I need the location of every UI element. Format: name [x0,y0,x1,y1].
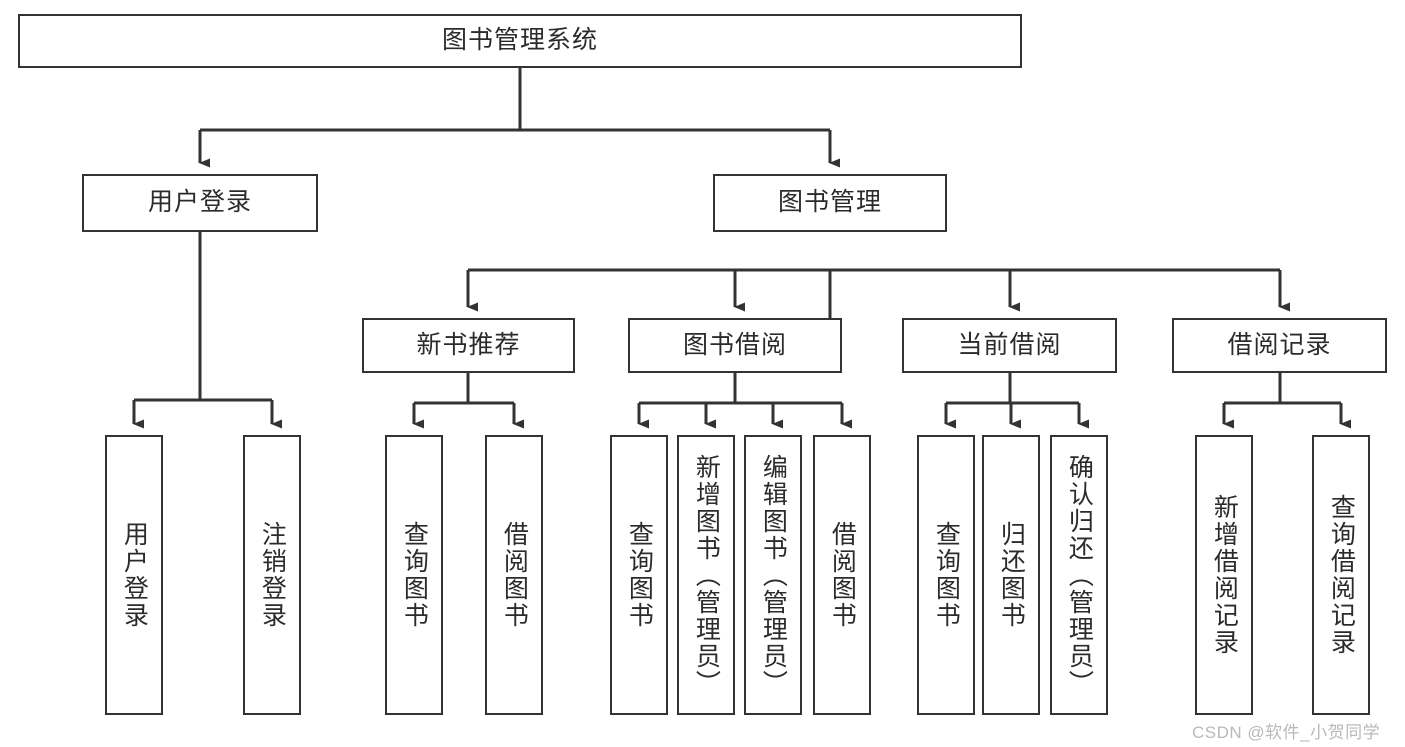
leaf-query-book-2[interactable]: 查询图书 [610,435,668,715]
node-user-login-label: 用户登录 [147,188,252,217]
leaf-borrow-book-2-label: 借阅图书 [828,521,857,629]
node-current-borrow-label: 当前借阅 [957,330,1062,359]
leaf-query-record[interactable]: 查询借阅记录 [1312,435,1370,715]
node-book-borrow-label: 图书借阅 [682,330,787,359]
leaf-logout-login-label: 注销登录 [258,521,287,629]
node-new-book-rec[interactable]: 新书推荐 [362,318,575,373]
leaf-return-book-label: 归还图书 [997,521,1026,629]
node-root-label: 图书管理系统 [441,26,598,55]
node-borrow-record-label: 借阅记录 [1227,330,1332,359]
leaf-query-book-3-label: 查询图书 [932,521,961,629]
edge-root-bus [200,68,830,132]
leaf-user-login-label: 用户登录 [120,521,149,629]
leaf-add-book[interactable]: 新增图书（管理员） [677,435,735,715]
leaf-return-book[interactable]: 归还图书 [982,435,1040,715]
watermark-text: CSDN @软件_小贺同学 [1192,723,1381,742]
edge-userlogin-bus [132,232,282,429]
leaf-confirm-return-label: 确认归还（管理员） [1065,453,1094,697]
leaf-borrow-book-1-label: 借阅图书 [500,521,529,629]
leaf-borrow-book-2[interactable]: 借阅图书 [813,435,871,715]
node-root[interactable]: 图书管理系统 [18,14,1022,68]
leaf-add-record-label: 新增借阅记录 [1210,494,1239,656]
node-current-borrow[interactable]: 当前借阅 [902,318,1117,373]
leaf-query-book-1-label: 查询图书 [400,521,429,629]
leaf-user-login[interactable]: 用户登录 [105,435,163,715]
edge-borrowrecord-bus [1222,373,1351,429]
node-borrow-record[interactable]: 借阅记录 [1172,318,1387,373]
leaf-query-record-label: 查询借阅记录 [1327,494,1356,656]
leaf-borrow-book-1[interactable]: 借阅图书 [485,435,543,715]
leaf-query-book-3[interactable]: 查询图书 [917,435,975,715]
edge-newbook-bus [412,373,524,429]
leaf-query-book-1[interactable]: 查询图书 [385,435,443,715]
leaf-confirm-return[interactable]: 确认归还（管理员） [1050,435,1108,715]
node-user-login[interactable]: 用户登录 [82,174,318,232]
node-book-borrow[interactable]: 图书借阅 [628,318,842,373]
node-book-manage[interactable]: 图书管理 [713,174,947,232]
edge-root-to-level2 [198,130,840,168]
leaf-edit-book-label: 编辑图书（管理员） [759,453,788,697]
edge-bookborrow-bus [637,373,852,429]
node-book-manage-label: 图书管理 [777,188,882,217]
leaf-edit-book[interactable]: 编辑图书（管理员） [744,435,802,715]
leaf-add-record[interactable]: 新增借阅记录 [1195,435,1253,715]
edge-currentborrow-bus [944,373,1089,429]
node-new-book-rec-label: 新书推荐 [416,330,521,359]
leaf-logout-login[interactable]: 注销登录 [243,435,301,715]
leaf-add-book-label: 新增图书（管理员） [692,453,721,697]
edge-bookmanage-bus [466,268,1290,373]
leaf-query-book-2-label: 查询图书 [625,521,654,629]
